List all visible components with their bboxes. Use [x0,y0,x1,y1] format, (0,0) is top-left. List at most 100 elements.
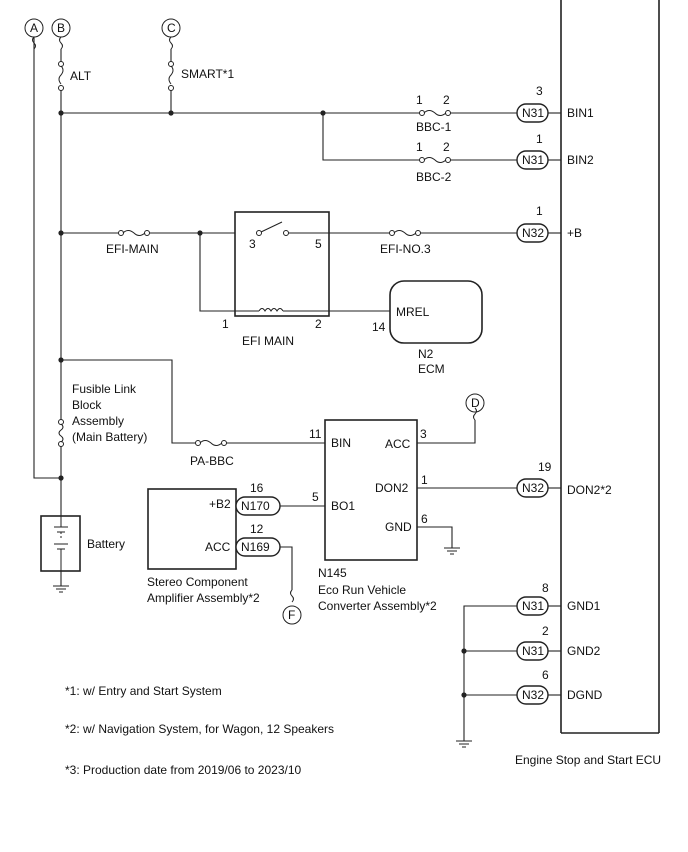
connector-n170-label: N170 [241,499,270,513]
fusible-link-label-2: Block [72,398,102,412]
wave-a [32,36,36,50]
terminal-d-label: D [471,396,480,410]
converter-bo1: BO1 [331,499,355,513]
converter-bin: BIN [331,436,351,450]
pin-dgnd: 6 [542,668,549,682]
battery-label: Battery [87,537,125,551]
fuse-bbc1-label: BBC-1 [416,120,452,134]
amplifier-box [147,488,237,570]
terminal-b: B [51,18,71,38]
terminal-c: C [161,18,181,38]
fuse-bbc2 [419,157,451,163]
pin-mrel: 14 [372,320,386,334]
note-3: *3: Production date from 2019/06 to 2023… [65,763,301,777]
fusible-link-label-4: (Main Battery) [72,430,147,444]
pin-bbc2-2: 2 [443,140,450,154]
ecu-terminal-bin1: BIN1 [567,106,594,120]
ecu-terminal-plus-b: +B [567,226,582,240]
connector-n31-bin1: N31 [516,103,549,123]
amplifier-b2: +B2 [209,497,231,511]
connector-n31-gnd1-label: N31 [522,599,544,613]
converter-don2: DON2 [375,481,409,495]
pin-bin1: 3 [536,84,543,98]
terminal-f: F [282,605,302,625]
fuse-pa-bbc-label: PA-BBC [190,454,234,468]
connector-n31-bin2: N31 [516,150,549,170]
pin-conv-don2: 1 [421,473,428,487]
terminal-d: D [465,393,485,413]
fuse-smart-label: SMART*1 [181,67,234,81]
pin-relay-3: 3 [249,237,256,251]
ecm-code: N2 [418,347,434,361]
pin-bbc2-1: 1 [416,140,423,154]
pin-don2: 19 [538,460,552,474]
fuse-alt-label: ALT [70,69,92,83]
pin-conv-gnd: 6 [421,512,428,526]
terminal-c-label: C [167,21,176,35]
ecu-block [560,0,660,734]
terminal-f-label: F [288,608,295,622]
ground-icon-converter [444,547,460,555]
pin-bbc1-2: 2 [443,93,450,107]
ecu-name: Engine Stop and Start ECU [515,753,661,767]
note-2: *2: w/ Navigation System, for Wagon, 12 … [65,722,334,736]
pin-conv-bin: 11 [309,427,322,441]
converter-code: N145 [318,566,347,580]
ground-icon-ecu [456,740,472,748]
converter-name-2: Converter Assembly*2 [318,599,437,613]
battery-icon [54,516,68,571]
connector-n170: N170 [235,496,281,516]
fusible-link-label-3: Assembly [72,414,124,428]
pin-conv-bo1: 5 [312,490,319,504]
pin-gnd1: 8 [542,581,549,595]
converter-name-1: Eco Run Vehicle [318,583,406,597]
amplifier-name-1: Stereo Component [147,575,248,589]
fuse-pa-bbc [195,440,227,446]
connector-n32-don2-label: N32 [522,481,544,495]
terminal-b-label: B [57,21,65,35]
ecu-terminal-gnd1: GND1 [567,599,601,613]
pin-relay-1: 1 [222,317,229,331]
wave-c [169,36,173,50]
relay-label: EFI MAIN [242,334,294,348]
ecu-terminal-gnd2: GND2 [567,644,601,658]
fuse-efi-no3 [389,230,421,236]
pin-relay-2: 2 [315,317,322,331]
fuse-efi-main [118,230,150,236]
connector-n31-gnd1: N31 [516,596,549,616]
fuse-bbc2-label: BBC-2 [416,170,452,184]
converter-gnd: GND [385,520,412,534]
fuse-alt [58,61,64,91]
connector-n32-plus-b-label: N32 [522,226,544,240]
fuse-bbc1 [419,110,451,116]
connector-n32-dgnd: N32 [516,685,549,705]
connector-n32-plus-b: N32 [516,223,549,243]
wire-a [33,37,61,479]
relay-efi-main [234,211,330,317]
pin-amp-acc: 12 [250,522,264,536]
converter-box [324,419,418,561]
pin-plus-b: 1 [536,204,543,218]
ecm-terminal-mrel: MREL [396,305,430,319]
terminal-a: A [24,18,44,38]
amplifier-name-2: Amplifier Assembly*2 [147,591,260,605]
ground-icon-battery [53,585,69,593]
fuse-smart [168,61,174,91]
ecm-name: ECM [418,362,445,376]
wave-b [59,36,63,50]
connector-n31-bin1-label: N31 [522,106,544,120]
ecu-terminal-don2: DON2*2 [567,483,612,497]
terminal-a-label: A [30,21,38,35]
ecu-terminal-dgnd: DGND [567,688,603,702]
fusible-link [58,419,64,447]
ecm-box [389,280,483,344]
amplifier-acc: ACC [205,540,231,554]
fuse-efi-no3-label: EFI-NO.3 [380,242,431,256]
connector-n31-gnd2-label: N31 [522,644,544,658]
connector-n169-label: N169 [241,540,270,554]
pin-bin2: 1 [536,132,543,146]
converter-acc: ACC [385,437,411,451]
connector-n32-dgnd-label: N32 [522,688,544,702]
fuse-efi-main-label: EFI-MAIN [106,242,159,256]
